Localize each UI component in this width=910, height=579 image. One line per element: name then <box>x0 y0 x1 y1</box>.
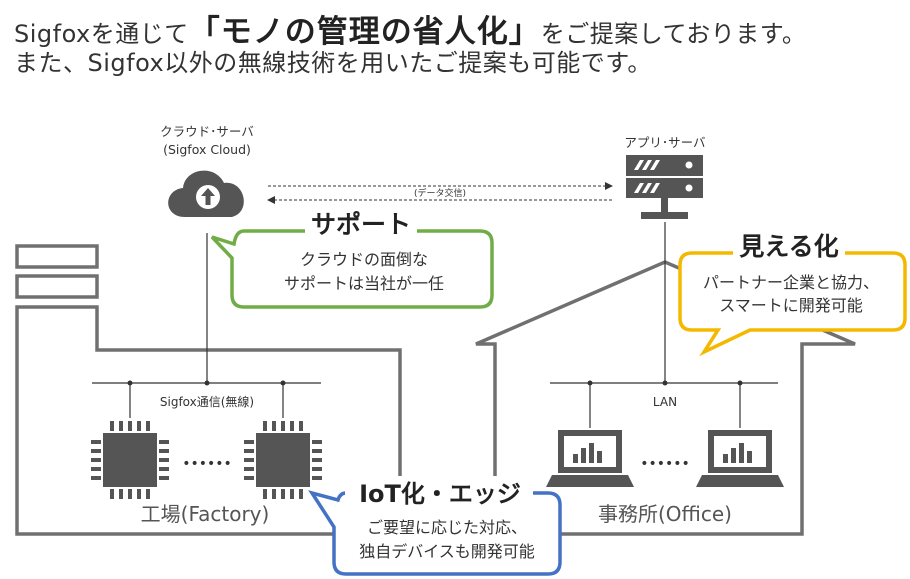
headline-emphasis: モノの管理の省人化 <box>220 14 509 50</box>
factory-network-label: Sigfox通信(無線) <box>160 394 254 409</box>
office-ellipsis: •••••• <box>640 456 690 472</box>
cloud-server-sublabel: (Sigfox Cloud) <box>163 142 251 157</box>
visibility-title: 見える化 <box>739 232 838 261</box>
cloud-server-label: クラウド･サーバ <box>160 124 254 139</box>
support-callout <box>210 229 494 309</box>
factory-ellipsis: •••••• <box>182 456 232 472</box>
chip-icon <box>91 421 169 499</box>
visibility-line-1: パートナー企業と協力、 <box>703 273 879 292</box>
server-rack-icon <box>626 155 703 219</box>
cloud-upload-icon <box>168 170 244 217</box>
support-title: サポート <box>311 210 411 239</box>
headline-line-2: また、Sigfox以外の無線技術を用いたご提案も可能です。 <box>14 49 652 77</box>
iot-line-2: 独自デバイスも開発可能 <box>359 542 535 561</box>
headline-suffix: をご提案しております。 <box>540 20 807 48</box>
headline-line-1: Sigfoxを通じて「モノの管理の省人化」をご提案しております。 <box>14 6 806 51</box>
visibility-callout <box>678 251 907 357</box>
factory-building <box>15 244 402 536</box>
iot-line-1: ご要望に応じた対応、 <box>367 518 527 537</box>
office-network-label: LAN <box>653 395 677 409</box>
chip-icon <box>244 421 322 499</box>
visibility-line-2: スマートに開発可能 <box>719 296 863 315</box>
app-server-label: アプリ･サーバ <box>624 135 705 150</box>
data-exchange-label: (データ交信) <box>414 187 466 199</box>
headline-prefix: Sigfoxを通じて <box>14 20 189 48</box>
office-label: 事務所(Office) <box>598 502 732 526</box>
headline-close-bracket: 」 <box>508 14 541 50</box>
support-line-2: サポートは当社が一任 <box>284 274 444 293</box>
support-line-1: クラウドの面倒な <box>300 250 428 269</box>
laptop-chart-icon <box>696 430 784 487</box>
iot-callout <box>308 490 562 576</box>
iot-title: IoT化・エッジ <box>359 480 521 508</box>
headline-open-bracket: 「 <box>188 14 221 50</box>
laptop-chart-icon <box>546 430 634 487</box>
factory-label: 工場(Factory) <box>141 502 270 526</box>
